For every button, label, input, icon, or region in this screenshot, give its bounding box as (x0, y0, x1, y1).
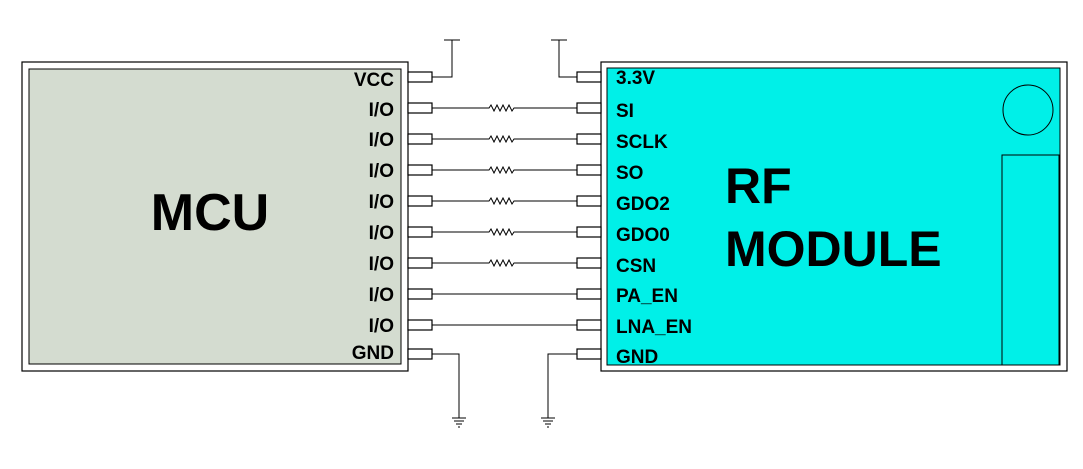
wire-sclk-with-resistor (432, 134, 577, 144)
mcu-pin-labels: VCC I/O I/O I/O I/O I/O I/O I/O I/O GND (352, 70, 395, 364)
mcu-pin-io-8: I/O (369, 316, 394, 337)
vcc-supply-wire-mcu (432, 40, 453, 78)
rf-pin-csn: CSN (616, 256, 656, 277)
rf-pin-gdo2: GDO2 (616, 194, 670, 215)
wire-si-with-resistor (432, 103, 577, 113)
rf-pad-gnd (576, 348, 602, 360)
mcu-pad-io (407, 226, 433, 238)
mcu-pin-io-5: I/O (369, 223, 394, 244)
wire-gdo0-with-resistor (432, 227, 577, 237)
mcu-pin-io-7: I/O (369, 285, 394, 306)
mcu-title: MCU (151, 184, 269, 242)
rf-pin-lna-en: LNA_EN (616, 317, 692, 338)
rf-pin-3v3: 3.3V (616, 68, 655, 89)
power-connections (432, 39, 577, 78)
rf-pin-pa-en: PA_EN (616, 286, 678, 307)
rf-pad-si (576, 102, 602, 114)
mcu-pad-vcc (407, 71, 433, 83)
rf-pin-gdo0: GDO0 (616, 225, 670, 246)
mcu-pin-pads (407, 71, 433, 360)
mcu-pin-vcc: VCC (354, 70, 394, 91)
mcu-pin-io-6: I/O (369, 254, 394, 275)
ground-wire-mcu (432, 353, 460, 418)
mcu-pad-io (407, 102, 433, 114)
rf-pin-sclk: SCLK (616, 132, 668, 153)
rf-pin-so: SO (616, 163, 643, 184)
rf-pin-gnd: GND (616, 347, 658, 368)
rf-pad-gdo0 (576, 226, 602, 238)
wire-csn-with-resistor (432, 258, 577, 268)
mcu-block: MCU (21, 61, 409, 372)
mcu-pin-io-4: I/O (369, 192, 394, 213)
antenna-circle (1002, 84, 1054, 136)
ground-symbol-mcu (452, 417, 466, 428)
ground-connections (432, 353, 577, 428)
shield-outline (1001, 154, 1060, 366)
rf-pad-csn (576, 257, 602, 269)
rf-module-block: RF MODULE (600, 61, 1068, 372)
ground-symbol-rf (541, 417, 555, 428)
rf-pad-sclk (576, 133, 602, 145)
mcu-pad-io (407, 195, 433, 207)
mcu-pin-io-1: I/O (369, 100, 394, 121)
signal-wires (432, 103, 577, 326)
mcu-pin-io-3: I/O (369, 161, 394, 182)
rf-pad-3v3 (576, 71, 602, 83)
wire-so-with-resistor (432, 165, 577, 175)
rf-pin-si: SI (616, 101, 634, 122)
rf-pad-gdo2 (576, 195, 602, 207)
vcc-supply-wire-rf (558, 40, 577, 78)
mcu-pad-io (407, 257, 433, 269)
mcu-pin-gnd: GND (352, 343, 394, 364)
rf-pad-so (576, 164, 602, 176)
rf-title-line1: RF (725, 158, 792, 214)
rf-pad-lna-en (576, 319, 602, 331)
mcu-pin-io-2: I/O (369, 130, 394, 151)
rf-pin-labels: 3.3V SI SCLK SO GDO2 GDO0 CSN PA_EN LNA_… (616, 68, 692, 368)
rf-title-line2: MODULE (725, 221, 942, 277)
mcu-pad-gnd (407, 348, 433, 360)
mcu-pad-io (407, 164, 433, 176)
ground-wire-rf (547, 353, 577, 418)
wire-gdo2-with-resistor (432, 196, 577, 206)
rf-pin-pads (576, 71, 602, 360)
mcu-pad-io (407, 288, 433, 300)
mcu-pad-io (407, 133, 433, 145)
rf-pad-pa-en (576, 288, 602, 300)
mcu-pad-io (407, 319, 433, 331)
